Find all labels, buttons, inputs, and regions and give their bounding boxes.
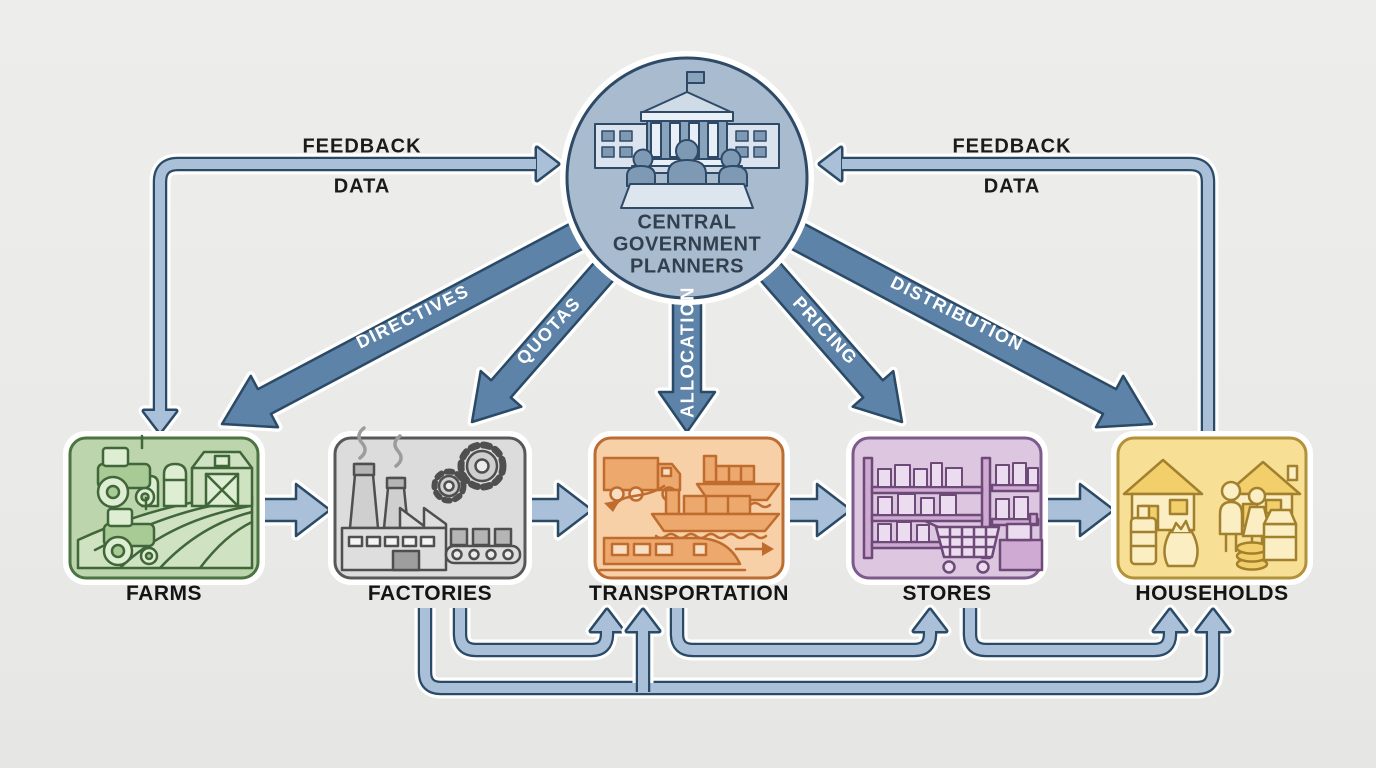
household-icon — [1122, 458, 1302, 571]
bottom-feedback-transportation-stores — [666, 604, 952, 661]
government-planners-icon — [594, 71, 780, 209]
feedback-arrow-left — [138, 142, 564, 438]
transportation-icon — [598, 454, 781, 572]
bottom-feedback-deep-branch — [621, 604, 665, 692]
factory-icon — [340, 426, 522, 572]
circle-halo — [560, 51, 814, 305]
bottom-feedback-stores-households — [959, 604, 1192, 661]
flow-arrow-factories-transportation — [518, 479, 597, 541]
feedback-arrows-layer — [138, 142, 1235, 699]
directive-arrow-distribution — [755, 203, 1157, 432]
bottom-feedback-deep — [414, 604, 1235, 699]
directive-arrow-directives — [217, 203, 619, 432]
stores-node — [846, 431, 1048, 585]
directive-arrow-allocation — [654, 263, 720, 437]
store-icon — [862, 456, 1044, 574]
central-planners-node — [560, 51, 814, 305]
farm-icon — [76, 434, 254, 570]
feedback-arrow-right — [814, 142, 1219, 438]
directive-arrows-layer — [217, 203, 1157, 541]
flow-arrow-farms-factories — [251, 479, 335, 541]
farms-node — [63, 431, 265, 585]
flow-arrow-stores-households — [1035, 479, 1119, 541]
bottom-feedback-factories-transportation — [449, 604, 629, 661]
factories-node — [328, 426, 532, 585]
households-node — [1111, 431, 1313, 585]
transportation-node — [588, 431, 790, 585]
flow-arrow-transportation-stores — [776, 479, 856, 541]
sector-nodes — [63, 426, 1313, 585]
